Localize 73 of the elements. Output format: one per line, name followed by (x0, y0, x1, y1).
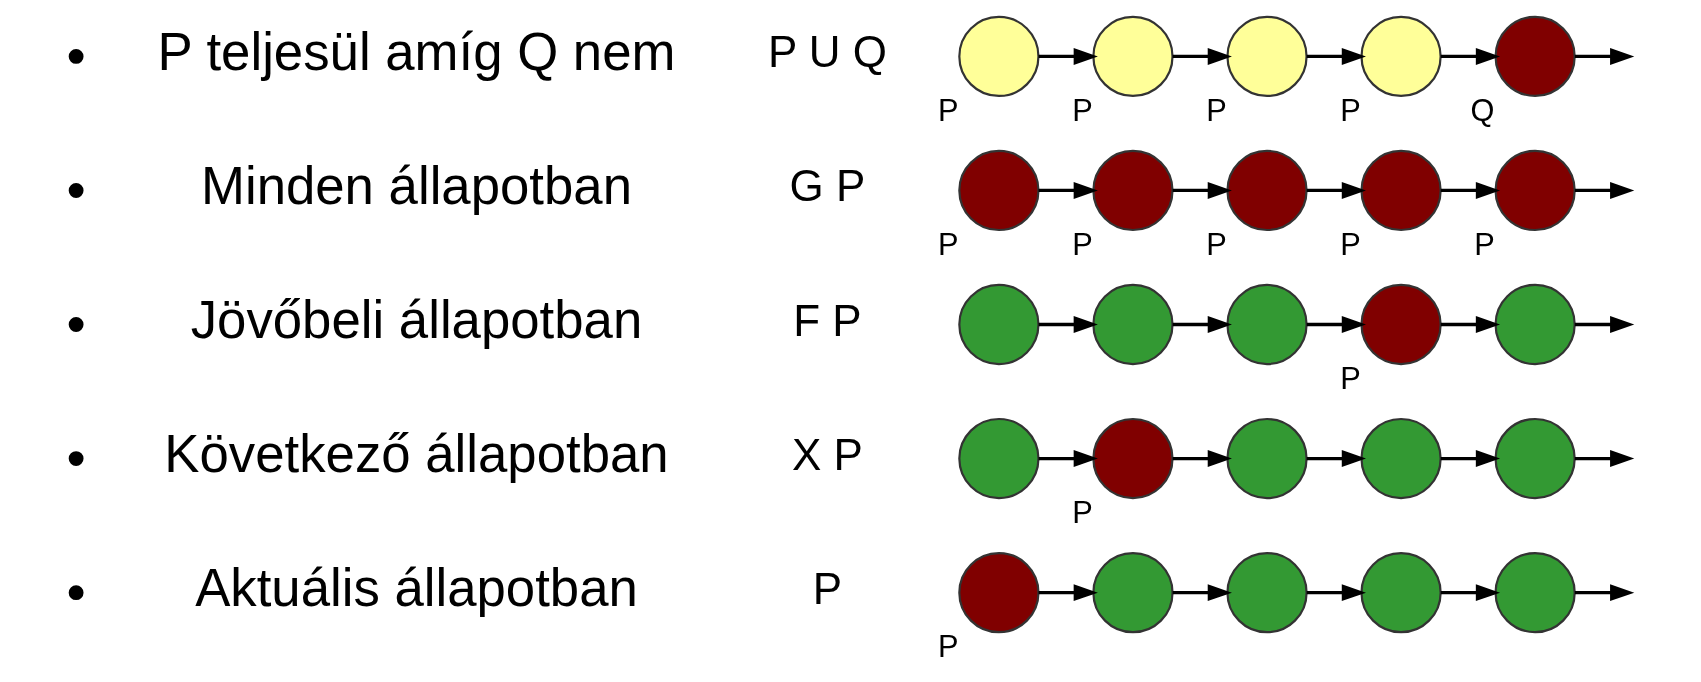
arrow (1172, 450, 1232, 468)
node-label: P (1340, 92, 1361, 128)
arrow (1172, 47, 1232, 65)
node-circle (1226, 283, 1308, 366)
arrow (1306, 316, 1366, 333)
label: X P (792, 429, 863, 479)
node-circle (1360, 283, 1442, 366)
node-circle (1092, 149, 1174, 232)
arrow (1574, 316, 1635, 333)
node-circle (1360, 149, 1442, 232)
label: Minden állapotban (201, 156, 632, 216)
node-circle (1092, 417, 1174, 500)
arrow (1306, 181, 1366, 199)
arrow (1440, 181, 1501, 199)
node-circle (1494, 417, 1576, 500)
node-circle (1226, 552, 1308, 634)
node-circle (958, 417, 1040, 500)
arrow (1306, 450, 1366, 468)
label: P U Q (768, 27, 887, 77)
node-circle (958, 552, 1040, 634)
node-circle (1494, 149, 1576, 232)
node-circle (1360, 417, 1442, 500)
arrow (1574, 584, 1635, 602)
node-label: P (1206, 226, 1227, 262)
node-circle (958, 149, 1040, 232)
arrow (1038, 181, 1098, 199)
arrow (1038, 450, 1098, 468)
node-label: P (1340, 360, 1361, 396)
label: G P (789, 161, 866, 211)
node-circle (1360, 15, 1442, 98)
arrow (1440, 450, 1501, 468)
node-label: P (1206, 92, 1227, 128)
node-label: P (1474, 226, 1495, 262)
node-label: Q (1470, 92, 1495, 128)
arrow (1574, 47, 1635, 65)
arrow (1172, 584, 1232, 602)
node-label: P (1072, 92, 1093, 128)
arrow (1574, 181, 1635, 199)
node-circle (1226, 149, 1308, 232)
node-label: P (1072, 494, 1093, 530)
label: P teljesül amíg Q nem (157, 22, 676, 82)
node-circle (1494, 552, 1576, 634)
arrow (1038, 584, 1098, 602)
node-circle (1494, 283, 1576, 366)
node-circle (1226, 15, 1308, 98)
node-circle (958, 283, 1040, 366)
node-label: P (1340, 226, 1361, 262)
arrow (1440, 584, 1501, 602)
node-circle (1092, 15, 1174, 98)
node-label: P (938, 92, 959, 128)
arrow (1172, 316, 1232, 333)
arrow (1038, 47, 1098, 65)
node-circle (1360, 552, 1442, 634)
arrow (1440, 316, 1501, 333)
arrow (1574, 450, 1635, 468)
node-label: P (938, 226, 959, 262)
node-label: P (938, 628, 959, 664)
label: P (812, 563, 843, 613)
label: Jövőbeli állapotban (190, 290, 643, 350)
node-circle (958, 15, 1040, 98)
label: F P (793, 295, 862, 345)
label: Aktuális állapotban (195, 558, 638, 618)
node-circle (1092, 283, 1174, 366)
arrow (1306, 47, 1366, 65)
arrow (1038, 316, 1098, 333)
label: Következő állapotban (164, 424, 669, 484)
arrow (1306, 584, 1366, 602)
arrow (1172, 181, 1232, 199)
node-circle (1494, 15, 1576, 98)
node-circle (1226, 417, 1308, 500)
node-circle (1092, 552, 1174, 634)
node-label: P (1072, 226, 1093, 262)
arrow (1440, 47, 1501, 65)
